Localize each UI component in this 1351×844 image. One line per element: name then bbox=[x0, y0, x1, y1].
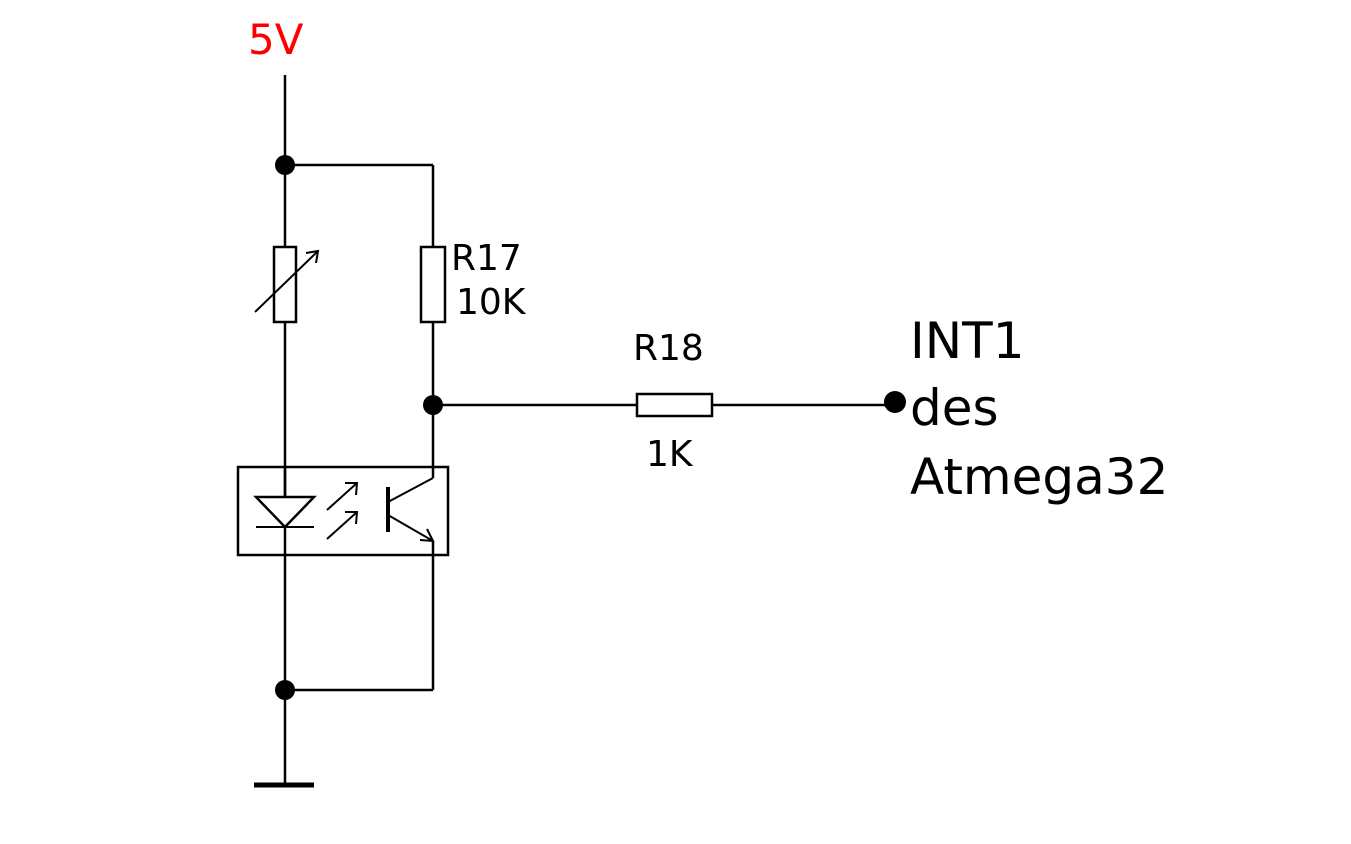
junction-node-bottom bbox=[275, 680, 295, 700]
output-label-line3: Atmega32 bbox=[910, 448, 1168, 506]
r18-name: R18 bbox=[633, 328, 704, 369]
variable-resistor bbox=[254, 245, 320, 324]
output-label-line2: des bbox=[910, 379, 999, 437]
r17-name: R17 bbox=[451, 238, 522, 279]
output-terminal bbox=[884, 391, 906, 413]
r18-resistor bbox=[635, 392, 714, 418]
r17-value: 10K bbox=[456, 282, 527, 323]
supply-label: 5V bbox=[248, 15, 304, 64]
led-diode bbox=[253, 467, 317, 555]
r18-value: 1K bbox=[646, 434, 694, 475]
light-arrows-icon bbox=[326, 482, 359, 540]
phototransistor bbox=[386, 467, 435, 543]
r17-resistor bbox=[419, 245, 447, 324]
optocoupler bbox=[236, 465, 450, 557]
output-label-line1: INT1 bbox=[910, 312, 1025, 370]
